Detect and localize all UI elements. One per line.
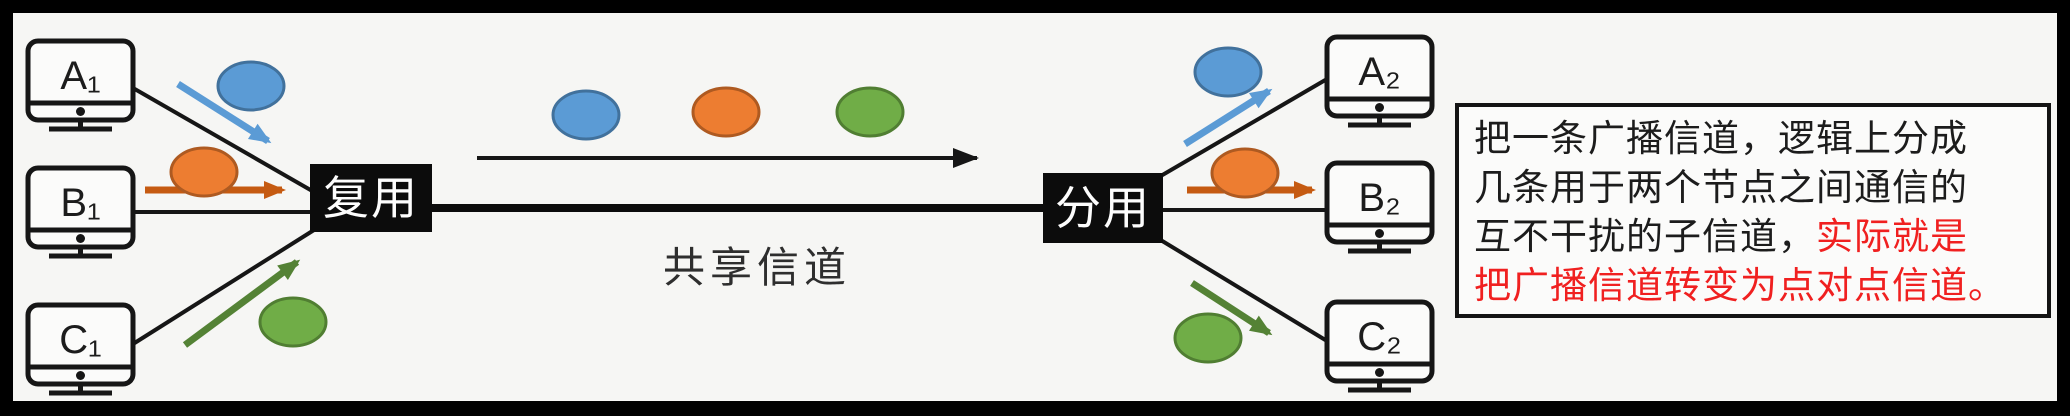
note-box: 把一条广播信道，逻辑上分成 几条用于两个节点之间通信的 互不干扰的子信道，实际就…	[1455, 103, 2051, 318]
note-line-1-text: 把一条广播信道，逻辑上分成	[1474, 118, 1968, 159]
monitor-dot	[76, 107, 85, 116]
note-line-4: 把广播信道转变为点对点信道。	[1474, 261, 2037, 310]
host-b1-label: B₁	[60, 181, 100, 225]
note-line-3: 互不干扰的子信道，实际就是	[1474, 212, 2037, 261]
host-a1: A₁	[25, 38, 136, 132]
packet-from-a1	[216, 60, 286, 112]
host-b2: B₂	[1324, 160, 1435, 254]
flow-arrow-a1	[176, 81, 272, 144]
note-line-2-text: 几条用于两个节点之间通信的	[1474, 167, 1968, 208]
link-c1-mux	[131, 228, 316, 346]
link-demux-c2	[1157, 237, 1329, 343]
host-c1: C₁	[25, 302, 136, 396]
flow-arrow-c1	[182, 259, 301, 348]
monitor-dot	[76, 234, 85, 243]
note-line-1: 把一条广播信道，逻辑上分成	[1474, 114, 2037, 163]
host-c2: C₂	[1324, 299, 1435, 393]
packet-to-a2	[1193, 46, 1263, 98]
host-b1: B₁	[25, 165, 136, 259]
host-a2: A₂	[1324, 34, 1435, 128]
mux-label: 复用	[323, 172, 419, 224]
note-line-3-black: 互不干扰的子信道，	[1474, 216, 1816, 257]
link-a1-mux	[132, 86, 315, 194]
packet-c-in-channel	[835, 86, 905, 138]
flow-arrow-c2	[1190, 280, 1273, 336]
host-a1-label: A₁	[60, 54, 100, 98]
packet-from-b1	[169, 146, 239, 198]
packet-a-in-channel	[551, 89, 621, 141]
shared-channel-label: 共享信道	[663, 244, 851, 291]
flow-arrow-a2	[1183, 88, 1273, 147]
host-c1-label: C₁	[59, 318, 101, 362]
packet-to-b2	[1210, 147, 1280, 199]
link-demux-a2	[1157, 77, 1329, 179]
monitor-dot	[76, 371, 85, 380]
packet-to-c2	[1173, 312, 1243, 364]
note-line-4-red: 把广播信道转变为点对点信道。	[1474, 265, 2006, 306]
mux-box	[310, 164, 432, 232]
demux-label: 分用	[1055, 182, 1151, 234]
note-line-2: 几条用于两个节点之间通信的	[1474, 163, 2037, 212]
packet-from-c1	[258, 296, 328, 348]
monitor-dot	[1375, 229, 1384, 238]
packet-b-in-channel	[691, 86, 761, 138]
monitor-dot	[1375, 368, 1384, 377]
host-b2-label: B₂	[1358, 176, 1400, 220]
host-a2-label: A₂	[1358, 50, 1400, 94]
note-line-3-red: 实际就是	[1816, 216, 1968, 257]
host-c2-label: C₂	[1357, 315, 1401, 359]
monitor-dot	[1375, 103, 1384, 112]
demux-box	[1043, 173, 1163, 243]
